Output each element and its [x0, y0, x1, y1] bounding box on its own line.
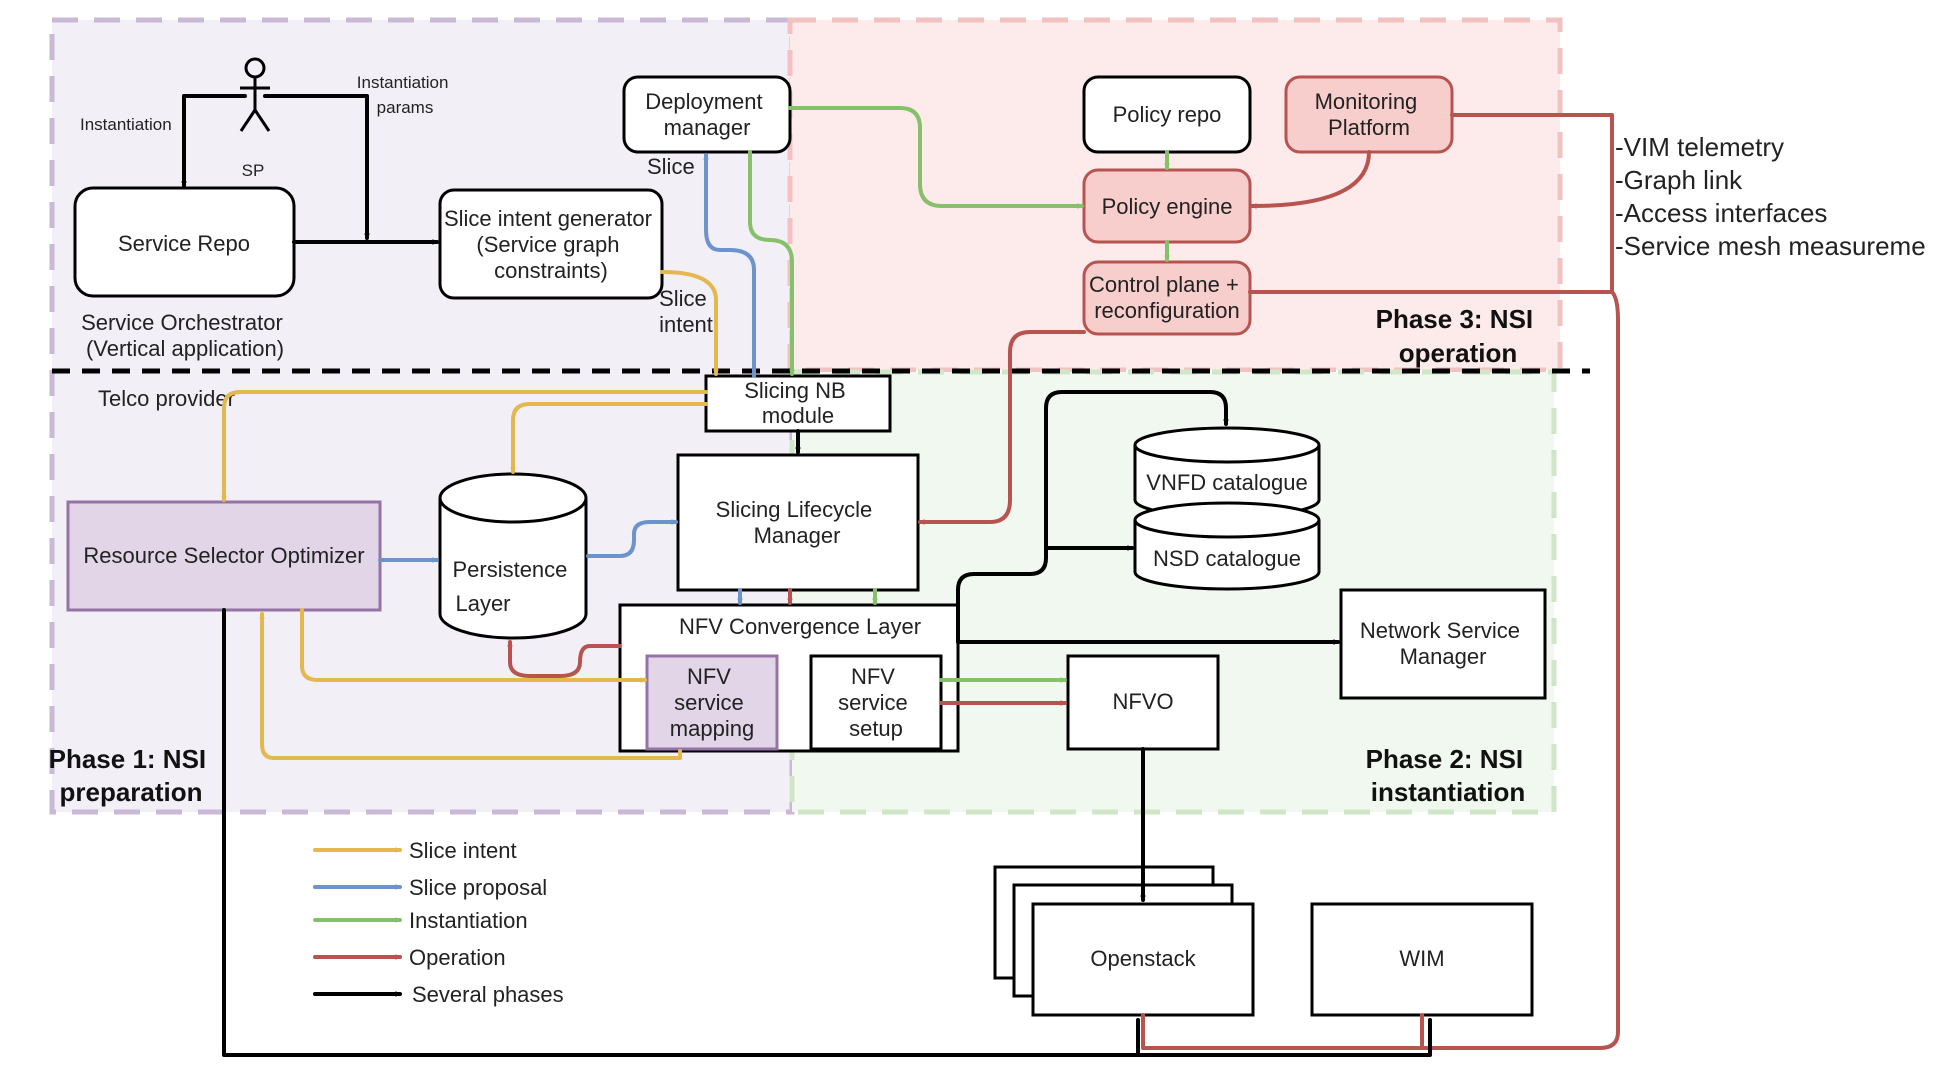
legend-label-several-phases: Several phases — [412, 982, 564, 1007]
phase2-title: Phase 2: NSI instantiation — [1366, 744, 1531, 807]
deployment-manager-label: Deployment manager — [645, 89, 769, 140]
slice-label: Slice — [647, 154, 695, 179]
nfv-service-mapping-label: NFV service mapping — [670, 664, 754, 741]
legend-label-instantiation: Instantiation — [409, 908, 528, 933]
openstack-label: Openstack — [1090, 946, 1196, 971]
persistence-layer-cylinder — [438, 472, 588, 640]
network-service-manager-label: Network Service Manager — [1360, 618, 1526, 669]
arrow-deployment-to-policy-engine — [788, 106, 1084, 209]
arrow-sp-to-service-repo — [181, 94, 247, 188]
phase1-title: Phase 1: NSI preparation — [49, 744, 214, 807]
nfv-service-mapping-box — [645, 654, 779, 751]
slicing-nb-module-label: Slicing NB module — [744, 378, 852, 428]
legend: Slice intent Slice proposal Instantiatio… — [313, 838, 564, 1007]
slice-intent-generator-box — [438, 188, 664, 300]
wim-box — [1310, 902, 1534, 1017]
sp-label: SP — [242, 161, 265, 180]
nfv-service-setup-box — [809, 654, 943, 751]
arrow-nb-to-persistence — [510, 402, 708, 474]
legend-label-slice-intent: Slice intent — [409, 838, 517, 863]
policy-repo-label: Policy repo — [1113, 102, 1222, 127]
nsd-catalogue-label: NSD catalogue — [1153, 546, 1301, 571]
vnfd-catalogue-label: VNFD catalogue — [1146, 470, 1307, 495]
arrow-monitoring-loop — [1141, 113, 1620, 1050]
monitoring-platform-label: Monitoring Platform — [1315, 89, 1424, 140]
arrow-selector-bottom-bar — [222, 608, 1432, 1057]
legend-label-slice-proposal: Slice proposal — [409, 875, 547, 900]
arrow-convergence-to-persistence — [507, 640, 622, 678]
nfv-convergence-label: NFV Convergence Layer — [679, 614, 921, 639]
openstack-box — [1031, 902, 1255, 1017]
instantiation-label: Instantiation — [80, 115, 172, 134]
sp-actor-icon — [239, 57, 271, 132]
nfv-service-setup-label: NFV service setup — [838, 664, 914, 741]
persistence-layer-label: Persistence Layer — [452, 557, 573, 616]
arrow-persistence-to-lifecycle — [586, 519, 678, 558]
nsd-catalogue-top — [1133, 519, 1321, 539]
control-plane-label: Control plane + reconfiguration — [1089, 272, 1245, 323]
arrow-deployment-to-nb — [748, 150, 795, 376]
service-repo-label: Service Repo — [118, 231, 250, 256]
phase3-title: Phase 3: NSI operation — [1376, 304, 1541, 368]
arrow-nb-to-deployment — [703, 153, 756, 378]
slice-intent-label: Slice intent — [659, 286, 713, 337]
nsd-catalogue-cylinder — [1133, 501, 1321, 591]
slicing-nb-module-box — [704, 374, 892, 433]
telco-provider-label: Telco provider — [98, 386, 235, 411]
slicing-lifecycle-label: Slicing Lifecycle Manager — [716, 497, 879, 548]
arrow-monitoring-to-engine — [1250, 150, 1371, 209]
legend-label-operation: Operation — [409, 945, 506, 970]
network-service-manager-box — [1339, 588, 1547, 700]
service-orchestrator-label: Service Orchestrator (Vertical applicati… — [81, 310, 289, 361]
deployment-manager-box — [622, 75, 792, 154]
arrow-sp-params — [263, 94, 370, 240]
arrow-intent-to-nb — [660, 270, 719, 376]
resource-selector-label: Resource Selector Optimizer — [83, 543, 364, 568]
arrow-convergence-to-vnfd — [956, 390, 1229, 644]
slicing-lifecycle-box — [676, 453, 920, 592]
nfvo-label: NFVO — [1112, 689, 1173, 714]
policy-engine-label: Policy engine — [1102, 194, 1233, 219]
vnfd-catalogue-top — [1133, 444, 1321, 464]
arrow-mapping-to-selector — [259, 612, 682, 760]
slice-intent-generator-label: Slice intent generator (Service graph co… — [444, 206, 658, 283]
arrow-selector-to-mapping — [300, 608, 647, 683]
arrow-control-to-lifecycle — [918, 330, 1086, 525]
instantiation-params-label: Instantiation params — [357, 73, 453, 117]
wim-label: WIM — [1399, 946, 1444, 971]
persistence-layer-top — [438, 497, 588, 524]
arrow-nb-to-resource-selector — [221, 390, 708, 502]
monitoring-metrics-list: -VIM telemetry -Graph link -Access inter… — [1615, 132, 1926, 261]
